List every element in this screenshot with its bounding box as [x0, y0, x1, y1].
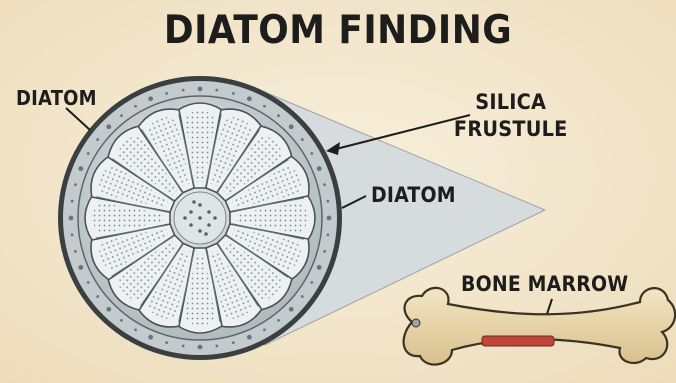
page-title: DIATOM FINDING [27, 8, 649, 53]
label-silica-frustule: SILICA FRUSTULE [454, 89, 568, 143]
diatom-frustule-icon [58, 76, 342, 360]
label-bone-marrow: BONE MARROW [461, 272, 628, 296]
bone-marrow-cavity [482, 336, 554, 346]
label-silica-line2: FRUSTULE [454, 116, 568, 143]
label-silica-line1: SILICA [454, 89, 568, 116]
label-diatom-right: DIATOM [371, 183, 456, 207]
label-diatom-left: DIATOM [16, 86, 97, 110]
